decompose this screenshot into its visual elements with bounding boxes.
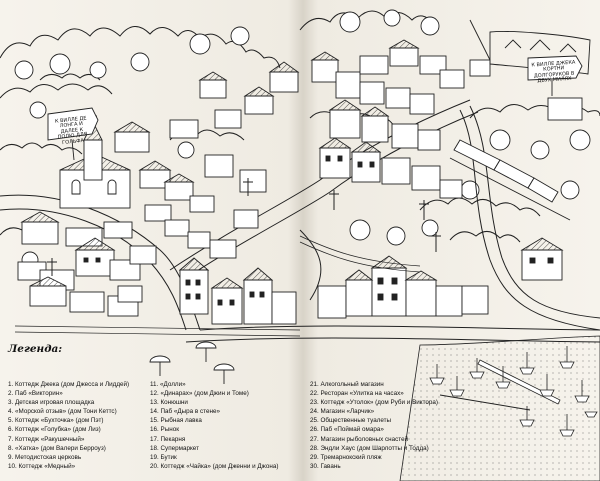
- legend-item: 23. Коттедж «Утолок» (дом Руби и Виктора…: [310, 399, 439, 407]
- signpost-icon: [47, 55, 583, 161]
- legend-item: 30. Гавань: [310, 462, 341, 470]
- legend-item: 27. Магазин рыболовных снастей: [310, 435, 409, 443]
- legend-item: 14. Паб «Дыра в стене»: [150, 408, 220, 416]
- legend-item: 22. Ресторан «Улитка на часах»: [310, 390, 404, 398]
- legend-item: 13. Конюшни: [150, 399, 188, 407]
- signpost-left-text: К ВИЛЛЕ ДЕ ЛОНГА И ДАЛЕЕ К ПОЛЮ ДЛЯ ГОЛЬ…: [54, 115, 88, 146]
- legend-item: 16. Рынок: [150, 426, 179, 434]
- legend-item: 20. Коттедж «Чайка» (дом Дженни и Джона): [150, 462, 279, 470]
- legend-item: 5. Коттедж «Бухточка» (дом Пэт): [8, 417, 104, 425]
- houses-right: [310, 39, 583, 319]
- legend-item: 12. «Динарах» (дом Джин и Томе): [150, 390, 249, 398]
- legend-item: 10. Коттедж «Медный»: [8, 462, 76, 470]
- legend-item: 7. Коттедж «Ракушечный»: [8, 435, 85, 443]
- legend-item: 11. «Долли»: [150, 381, 186, 388]
- legend-item: 9. Методистская церковь: [8, 453, 82, 461]
- legend-item: 19. Бутик: [150, 453, 177, 461]
- legend-item: 4. «Морской отзыв» (дом Тони Кеттс): [8, 408, 117, 416]
- legend-column-3: 21. Алкогольный магазин 22. Ресторан «Ул…: [310, 380, 438, 471]
- legend-item: 26. Паб «Поймай омара»: [310, 426, 384, 434]
- legend-item: 18. Супермаркет: [150, 444, 199, 452]
- legend-item: 15. Рыбная лавка: [150, 417, 202, 425]
- legend-item: 6. Коттедж «Голубка» (дом Лиз): [8, 426, 101, 434]
- houses-left: [17, 61, 300, 325]
- train-icon: [449, 139, 571, 221]
- boat-icon: [429, 346, 598, 437]
- legend-item: 2. Паб «Викторин»: [8, 390, 63, 398]
- legend-item: 21. Алкогольный магазин: [310, 381, 384, 388]
- legend-item: 28. Эндли Хаус (дом Шарлотты и Тодда): [310, 444, 429, 452]
- legend-item: 29. Тремарнокский пляж: [310, 453, 382, 461]
- harbour: [399, 335, 600, 481]
- legend-item: 8. «Хатка» (дом Валери Берроуз): [8, 444, 106, 452]
- legend-column-2: 11. «Долли» 12. «Динарах» (дом Джин и То…: [150, 380, 278, 471]
- beach-umbrella-icon: [149, 341, 235, 384]
- legend-title: Легенда:: [8, 343, 63, 355]
- legend-item: 17. Пекарня: [150, 435, 186, 443]
- legend-item: 24. Магазин «Ларчик»: [310, 408, 375, 416]
- legend-item: 1. Коттедж Джека (дом Джесса и Лиддей): [8, 381, 130, 388]
- legend-column-1: 1. Коттедж Джека (дом Джесса и Лиддей) 2…: [8, 380, 129, 471]
- fences: [14, 235, 421, 337]
- lamp-post-icon: [47, 178, 441, 276]
- playground: [469, 19, 591, 75]
- legend-item: 3. Детская игровая площадка: [8, 399, 95, 407]
- legend-item: 25. Общественные туалеты: [310, 417, 392, 425]
- tree-icon: [14, 9, 591, 269]
- signpost-right-text: К ВИЛЛЕ ДЖЕКА КОРТНИ ДОЛГОРУКОВ В ДВУХ М…: [531, 59, 576, 85]
